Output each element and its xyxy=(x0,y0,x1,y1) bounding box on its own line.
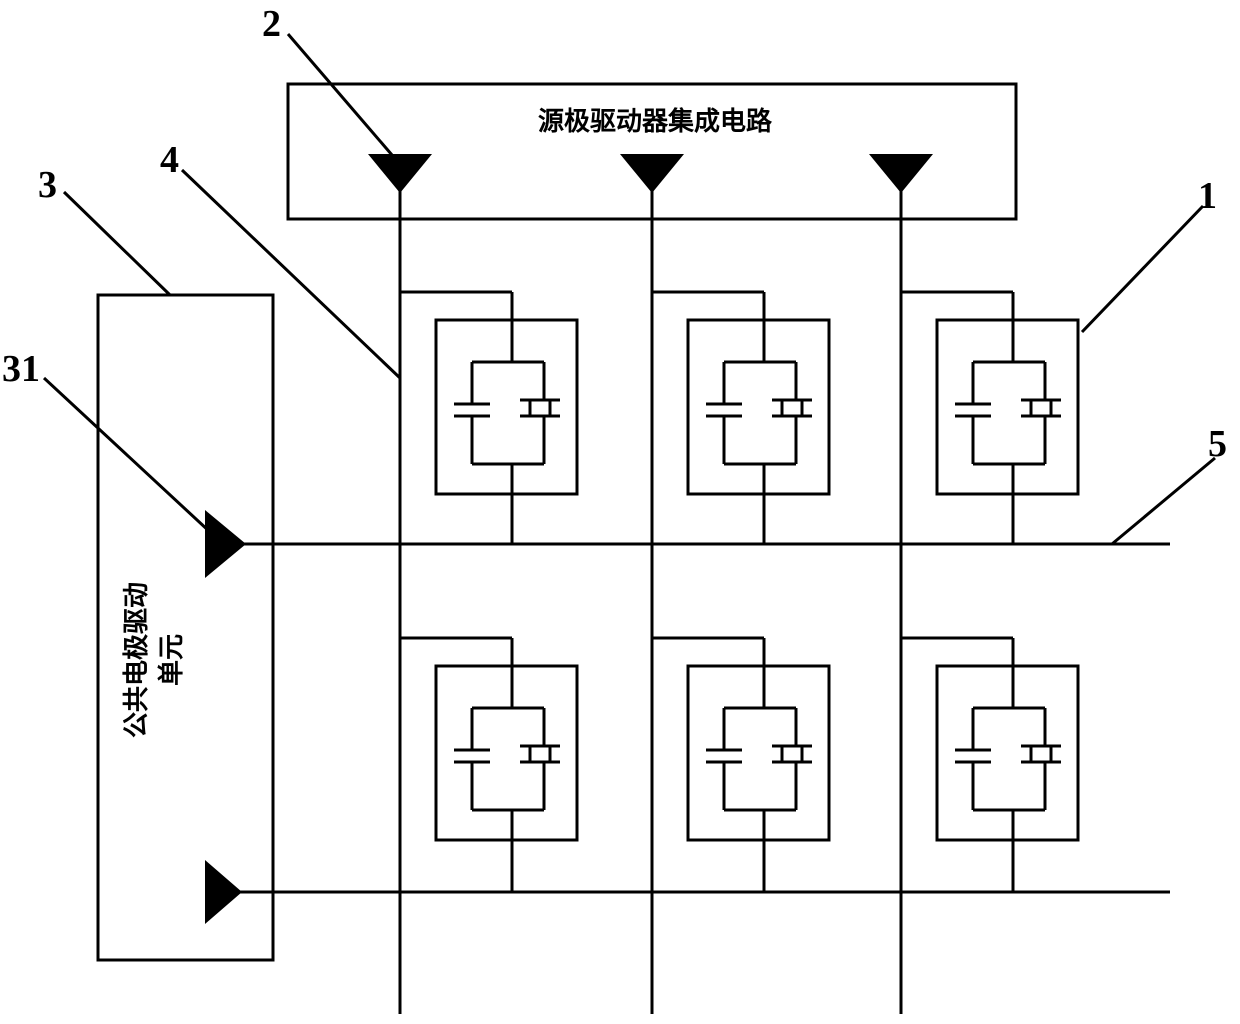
common-driver-unit: 公共电极驱动 单元 xyxy=(98,295,273,960)
ref-number-3: 3 xyxy=(38,164,57,206)
common-output-triangles xyxy=(205,510,246,924)
pixel-unit-box xyxy=(688,320,829,494)
pixel-unit-box xyxy=(937,666,1078,840)
common-driver-label-line2: 单元 xyxy=(157,634,187,686)
ref-number-4: 4 xyxy=(160,139,179,181)
ref-number-31: 31 xyxy=(2,348,40,390)
leader-line-4 xyxy=(182,170,400,378)
data-lines xyxy=(400,154,901,1014)
reference-numbers: 2 4 3 31 1 5 xyxy=(2,3,1227,465)
leader-line-3 xyxy=(64,192,170,295)
pixel-unit-box xyxy=(688,666,829,840)
common-output-triangle xyxy=(205,860,242,924)
ref-number-1: 1 xyxy=(1198,175,1217,217)
ref-number-2: 2 xyxy=(262,3,281,45)
leader-line-5 xyxy=(1112,458,1215,544)
pixel-unit-box xyxy=(436,666,577,840)
pixel-unit-box xyxy=(436,320,577,494)
common-driver-label-line1: 公共电极驱动 xyxy=(122,582,152,738)
source-driver-label: 源极驱动器集成电路 xyxy=(538,106,773,137)
leader-line-2 xyxy=(288,34,398,162)
leader-line-31 xyxy=(44,378,210,532)
pixel-array xyxy=(400,292,1078,892)
pixel-unit-box xyxy=(937,320,1078,494)
leader-line-1 xyxy=(1082,206,1203,332)
common-output-triangle xyxy=(205,510,246,578)
ref-number-5: 5 xyxy=(1208,423,1227,465)
